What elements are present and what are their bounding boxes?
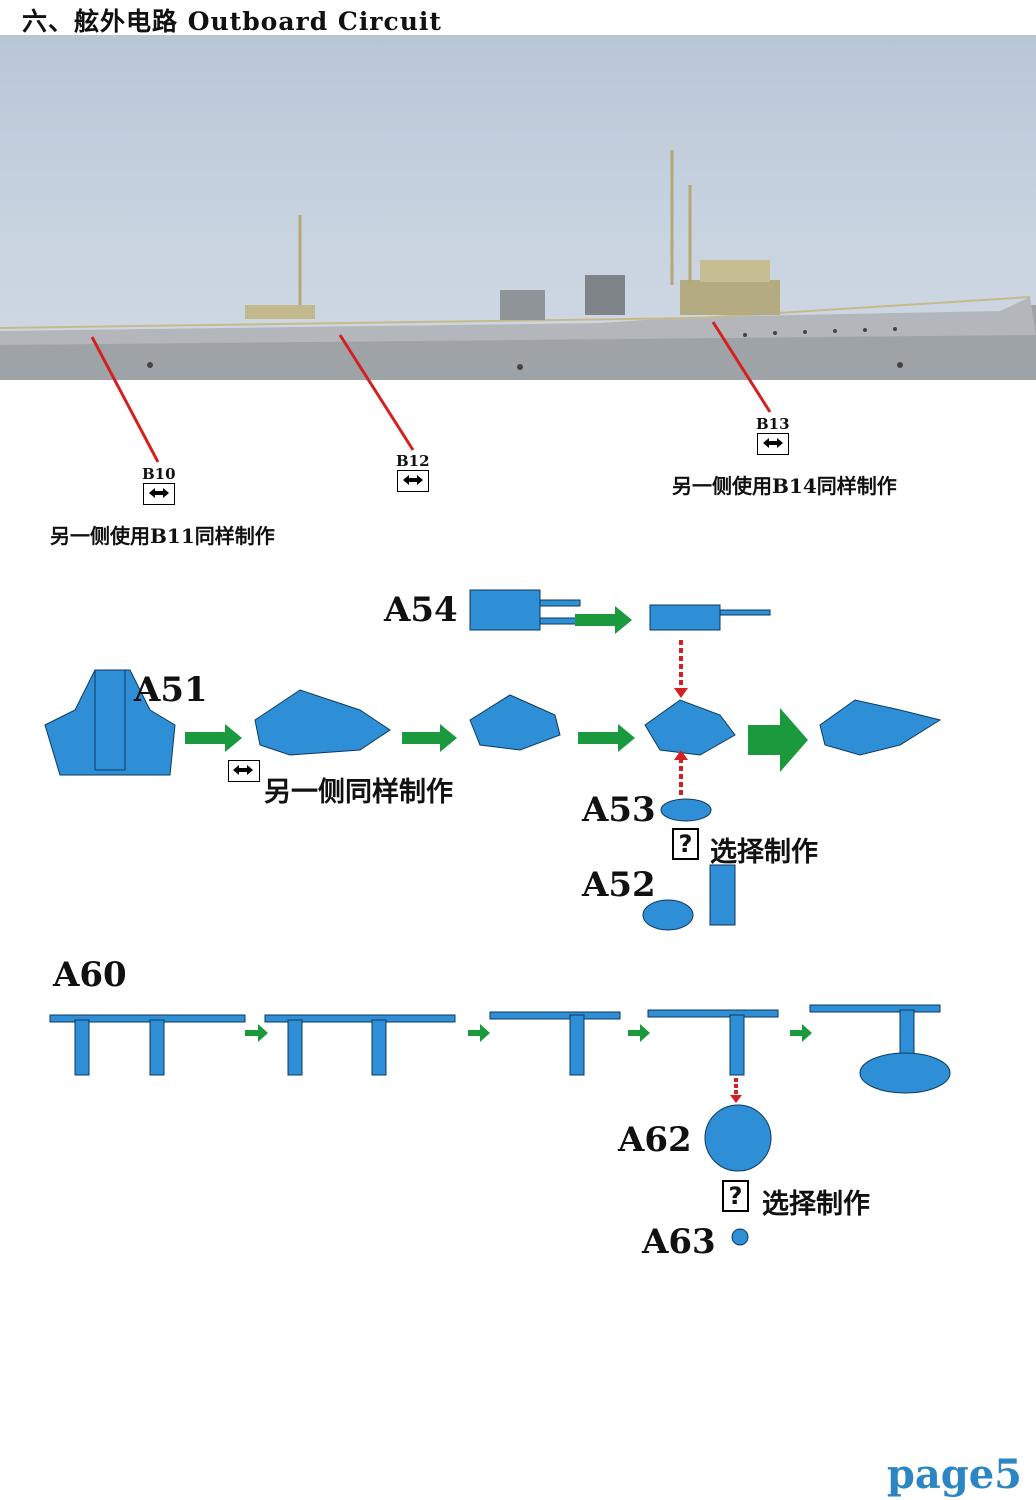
part-label-a52: A52 [582, 865, 656, 905]
mirror-note-group [228, 760, 260, 783]
page-number: page5 [886, 1451, 1022, 1498]
ship-model-image [0, 150, 1036, 380]
part-label-b10: B10 [142, 465, 176, 483]
choice-note-1: 选择制作 [710, 837, 818, 868]
choice-note-2: 选择制作 [762, 1189, 870, 1220]
question-box-2: ? [722, 1180, 749, 1212]
mirror-symbol-icon [756, 433, 789, 455]
mirror-symbol-icon [228, 760, 260, 782]
callout-b13-note: 另一侧使用B14同样制作 [672, 474, 897, 498]
part-label-a63: A63 [642, 1222, 716, 1262]
assembly-diagram-a60 [49, 1004, 951, 1246]
question-mark-icon: ? [672, 828, 699, 860]
part-a53 [660, 798, 712, 822]
part-a62 [704, 1104, 772, 1172]
question-mark-icon: ? [722, 1180, 749, 1212]
part-label-a51: A51 [134, 670, 208, 710]
mirror-symbol-icon [142, 483, 175, 505]
part-label-b12: B12 [396, 452, 430, 470]
part-label-b13: B13 [756, 415, 790, 433]
assembly-diagram-a51 [44, 589, 942, 931]
leader-lines [90, 321, 772, 463]
page-title: 六、舷外电路 Outboard Circuit [22, 7, 442, 36]
part-a54 [469, 589, 541, 631]
callout-b13: B13 [756, 415, 790, 456]
part-a52 [642, 899, 694, 931]
ship-photo [0, 35, 1036, 380]
callout-b12: B12 [396, 452, 430, 493]
mirror-symbol-icon [396, 470, 429, 492]
part-a63 [731, 1228, 749, 1246]
part-label-a54: A54 [384, 590, 458, 630]
mirror-note: 另一侧同样制作 [264, 777, 453, 808]
question-box: ? [672, 828, 699, 860]
callout-b10: B10 [142, 465, 176, 506]
callout-b10-note: 另一侧使用B11同样制作 [50, 524, 275, 548]
part-label-a53: A53 [582, 790, 656, 830]
part-a60 [49, 1014, 246, 1023]
part-label-a60: A60 [53, 955, 127, 995]
part-label-a62: A62 [618, 1120, 692, 1160]
